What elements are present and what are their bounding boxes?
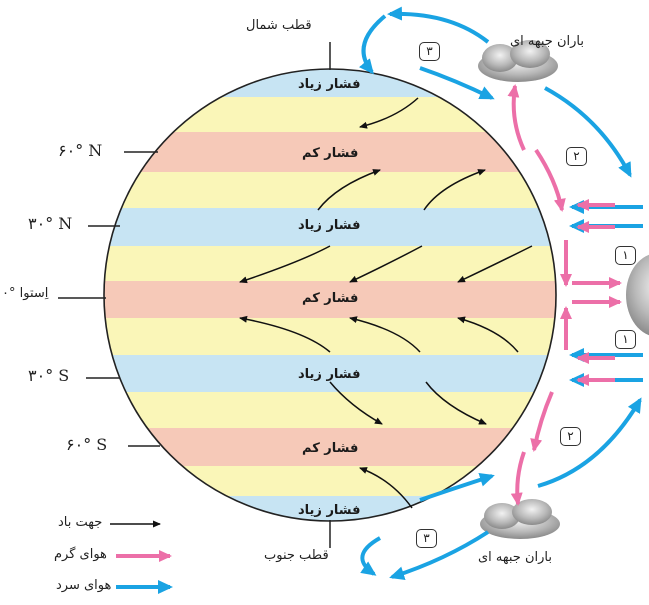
wind-arrow [239,315,331,353]
cell-number-2-north: ۲ [566,147,587,166]
cloud-north [478,40,558,82]
band-mid [104,172,556,208]
zone-high-south: فشار زیاد [298,503,361,518]
band-low-60s [104,428,556,466]
cell-number-2-south: ۲ [560,427,581,446]
cold-arrow [419,66,495,100]
wind-arrow [359,467,413,509]
lat-label-60n: ۶۰° N [58,141,103,160]
band-low-equator [104,281,556,318]
zone-low-60s: فشار کم [302,441,359,456]
wind-arrow [317,169,381,211]
cold-arrow [387,6,490,44]
north-pole-label: قطب شمال [246,18,312,33]
legend-warm-label: هوای گرم [54,547,107,562]
band-mid [104,392,556,428]
wind-arrow [329,381,383,425]
lat-label-60s: ۶۰° S [66,435,108,454]
south-pole-label: قطب جنوب [264,548,329,563]
cold-arrow [358,14,387,75]
rain-label-south: باران جبهه ای [478,550,552,565]
cell-number-3-south: ۳ [416,529,437,548]
band-mid [104,466,556,496]
legend-wind-label: جهت باد [58,515,103,530]
warm-arrow [530,391,554,452]
band-mid [104,318,556,355]
legend-cold-label: هوای سرد [56,578,112,593]
rain-label-north: باران جبهه ای [510,34,584,49]
cloud-equator [626,254,649,336]
cold-arrow [544,86,632,178]
wind-arrow [457,245,533,283]
zone-high-30s: فشار زیاد [298,367,361,382]
warm-arrow [507,84,526,151]
warm-arrow [534,148,566,212]
zone-high-30n: فشار زیاد [298,218,361,233]
cold-arrow [360,536,382,576]
band-high-30n [104,208,556,246]
cold-arrow [537,397,642,488]
wind-arrow [457,316,519,353]
cell-number-3-north: ۳ [419,42,440,61]
zone-high-north: فشار زیاد [298,77,361,92]
zone-low-60n: فشار کم [302,146,359,161]
band-low-60n [104,132,556,172]
wind-arrow [349,245,423,283]
warm-arrow [510,451,526,506]
band-high-30s [104,355,556,392]
wind-arrow [359,97,419,129]
cell-number-1-south: ۱ [615,330,636,349]
wind-arrow [425,381,487,425]
cold-arrow [419,473,495,502]
band-mid [104,97,556,132]
zone-low-equator: فشار کم [302,291,359,306]
wind-arrow [349,316,421,353]
cell-number-1-north: ۱ [615,246,636,265]
wind-arrow [423,169,486,211]
band-mid [104,246,556,281]
lat-label-equator: ۰° اِستوا [2,286,49,301]
lat-label-30n: ۳۰° N [28,214,73,233]
wind-arrow [239,245,331,284]
wind-arrows [239,97,533,509]
warm-air-arrows [507,84,622,506]
cloud-south [480,499,560,539]
cold-arrow [389,530,490,580]
lat-label-30s: ۳۰° S [28,366,70,385]
